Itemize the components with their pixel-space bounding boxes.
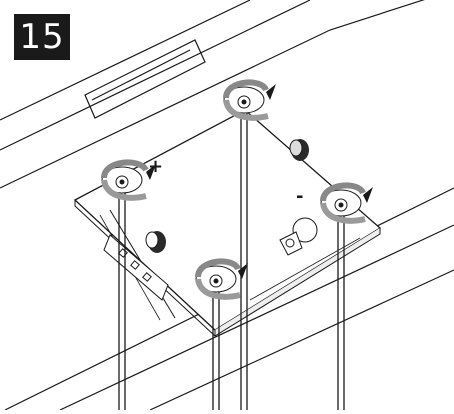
adjustment-foot-icon <box>101 79 373 300</box>
minus-label: - <box>296 186 303 207</box>
step-number-badge: 15 <box>14 14 70 60</box>
support-rods <box>118 104 345 410</box>
mounting-plate <box>73 109 382 337</box>
knob-icon <box>145 139 309 253</box>
fastener-icon <box>279 217 318 256</box>
plus-label: + <box>148 156 163 177</box>
